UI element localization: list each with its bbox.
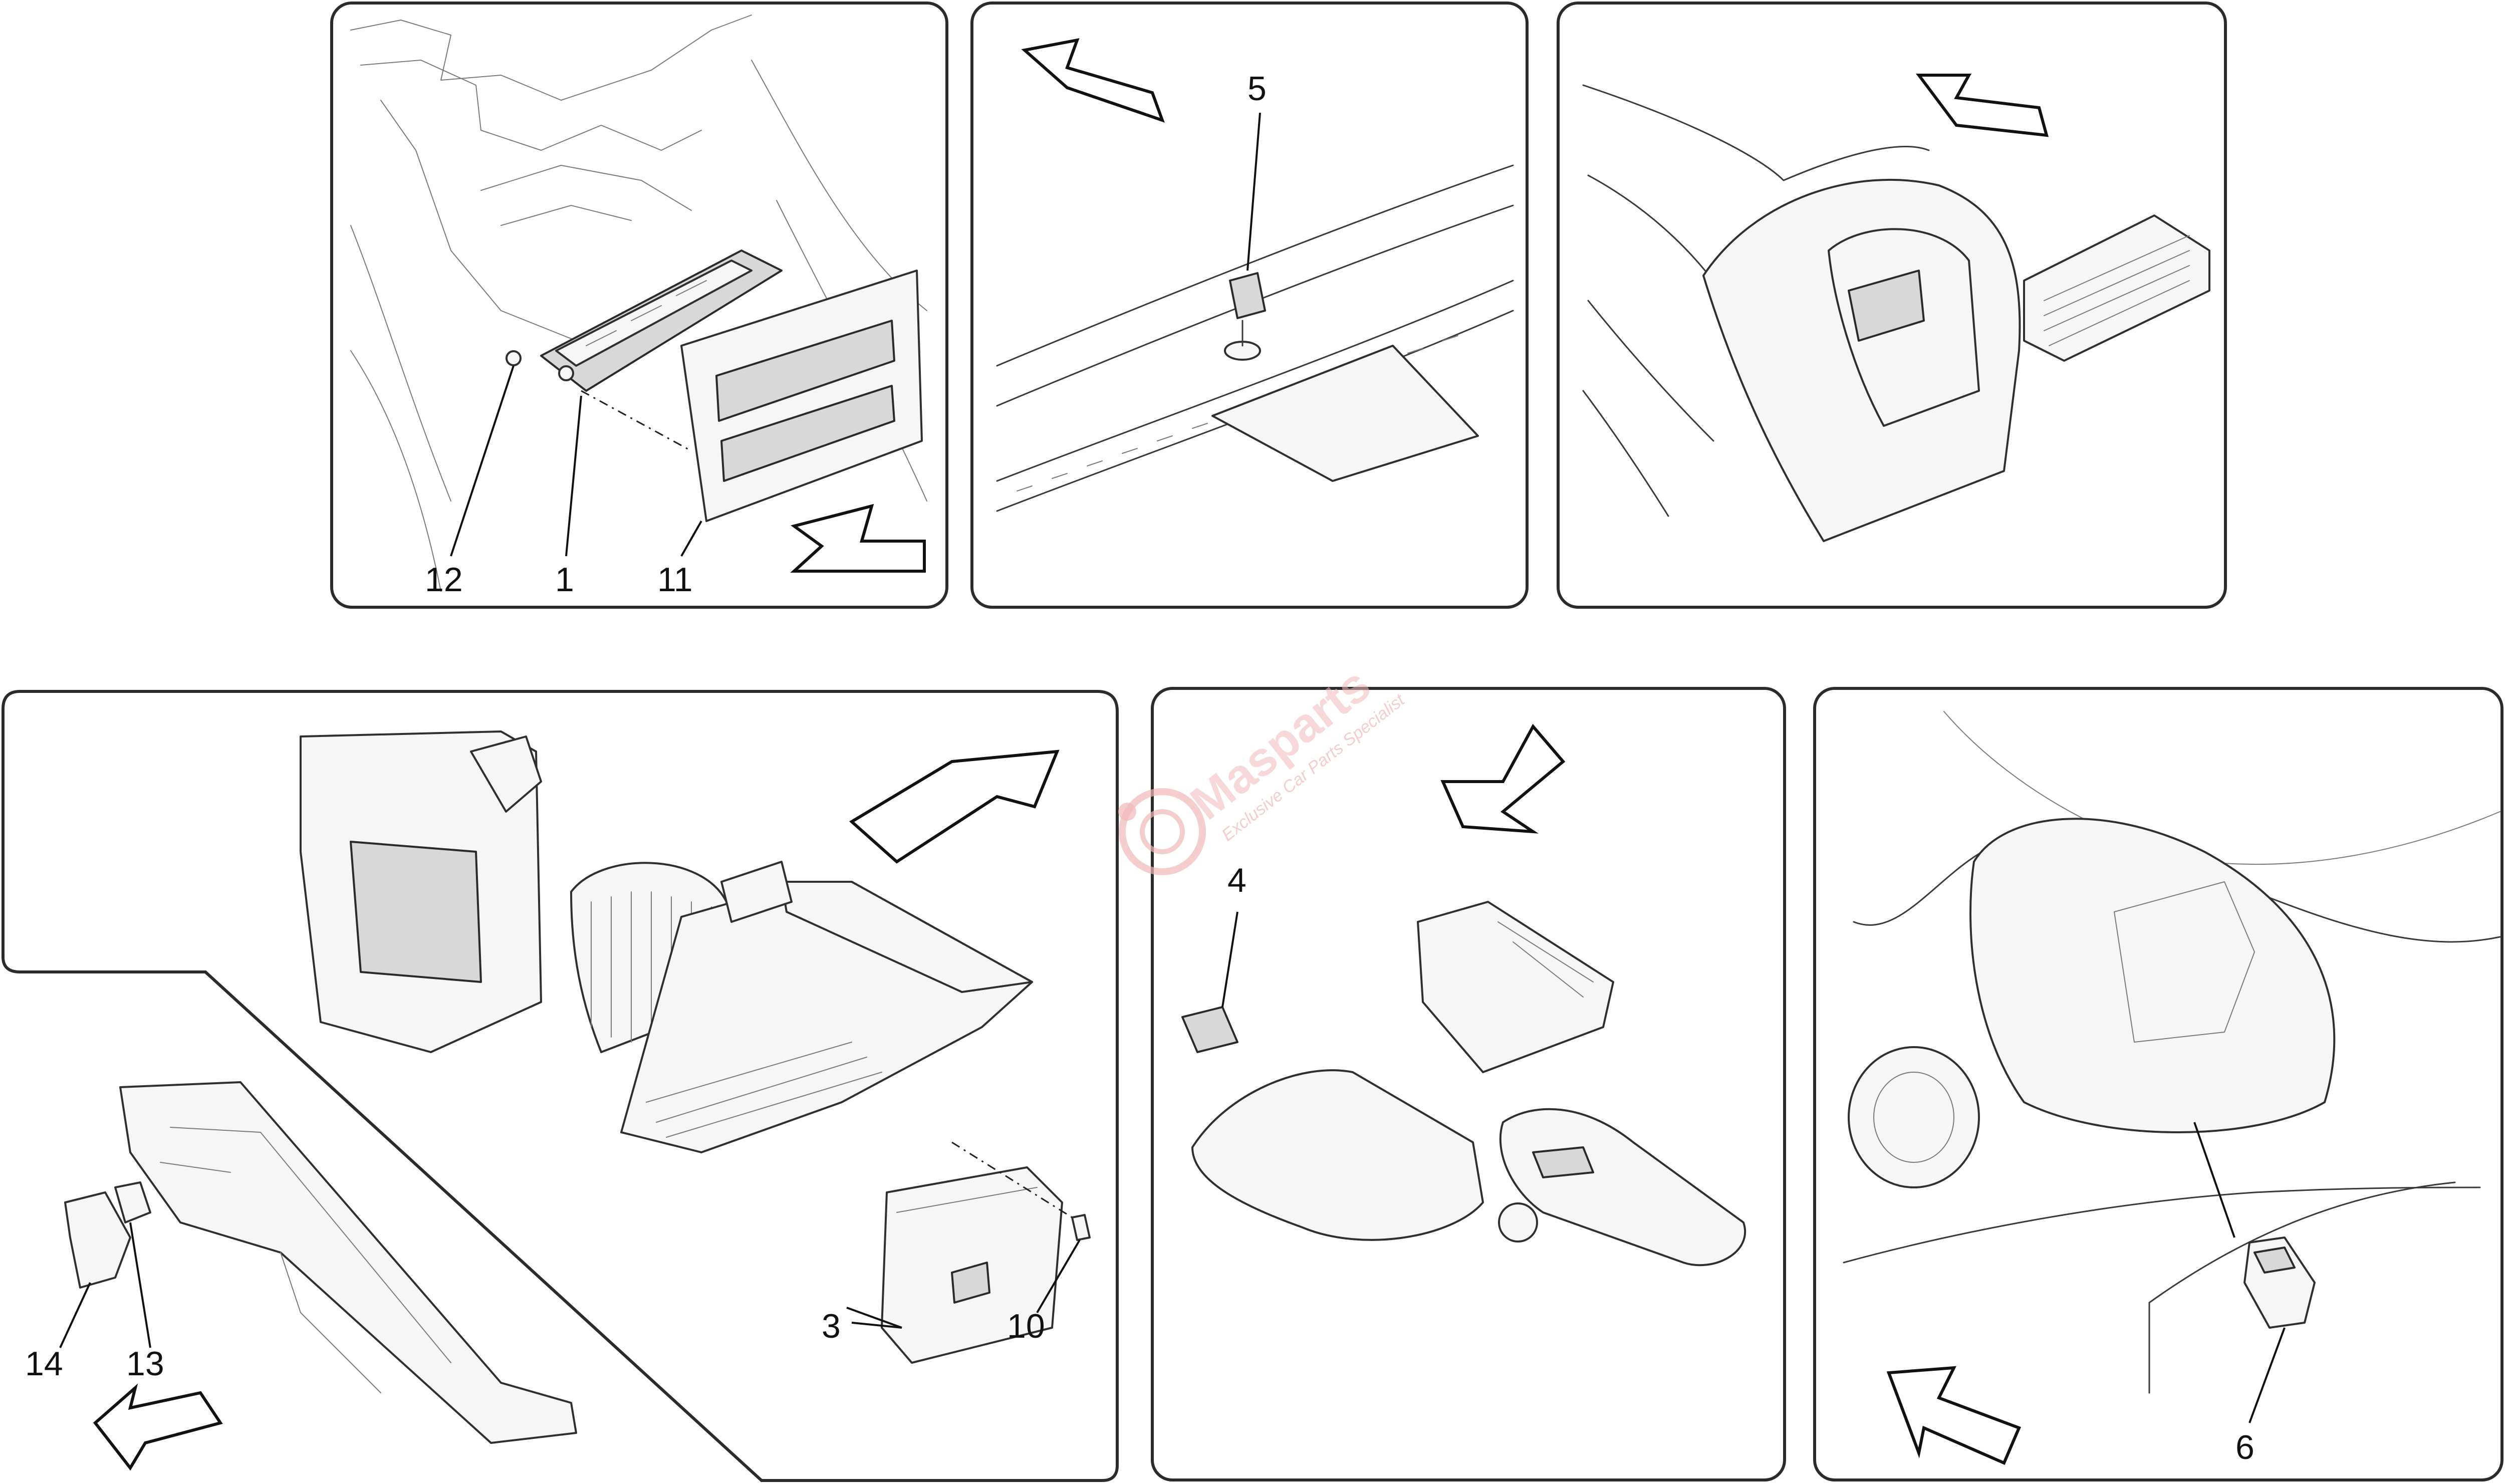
- clip-14: [64, 1191, 131, 1289]
- rain-sensor-4: [1181, 1006, 1238, 1053]
- watermark-gear-logo: [1118, 788, 1206, 875]
- direction-arrow: [849, 750, 1060, 864]
- panel-rear-vent: [1557, 2, 2227, 609]
- callout-5: 5: [1247, 70, 1267, 108]
- console-cupholder: [1848, 1046, 1980, 1188]
- console-switch-6: [2243, 1236, 2316, 1329]
- panel-hvac-unit: 14 13 3 10: [1, 690, 1119, 1482]
- screw-13: [114, 1181, 151, 1223]
- panel-roof-sensor: 5: [970, 2, 1529, 609]
- direction-arrow: [1886, 1366, 2021, 1465]
- callout-14: 14: [25, 1345, 63, 1383]
- mirror-cover: [1191, 901, 1614, 1241]
- callout-3: 3: [822, 1307, 841, 1345]
- roof-sensor-5: [1224, 272, 1266, 361]
- climate-control-module: [540, 250, 783, 392]
- panel-console-switch: 6: [1813, 687, 2503, 1481]
- callout-1: 1: [555, 561, 574, 599]
- direction-arrow: [1021, 38, 1165, 123]
- callout-11: 11: [657, 561, 693, 599]
- direction-arrow: [1916, 74, 2049, 137]
- direction-arrow: [93, 1383, 223, 1471]
- callout-12: 12: [425, 561, 463, 599]
- callout-13: 13: [126, 1345, 164, 1383]
- console-bezel-frame: [680, 270, 923, 522]
- direction-arrow: [790, 504, 926, 573]
- rear-vent-grille: [2023, 214, 2210, 362]
- direction-arrow: [1440, 723, 1566, 834]
- callout-10: 10: [1007, 1307, 1045, 1345]
- actuator-module-3: [881, 1166, 1063, 1364]
- screw-10: [1071, 1214, 1091, 1241]
- callout-6: 6: [2235, 1428, 2254, 1466]
- screw-12: [506, 350, 522, 366]
- panel-mirror-sensor: 4: [1151, 687, 1786, 1481]
- callout-4: 4: [1227, 861, 1246, 899]
- rear-view-mirror: [1498, 1108, 1746, 1267]
- panel-climate-control-unit: 12 1 11: [330, 2, 948, 609]
